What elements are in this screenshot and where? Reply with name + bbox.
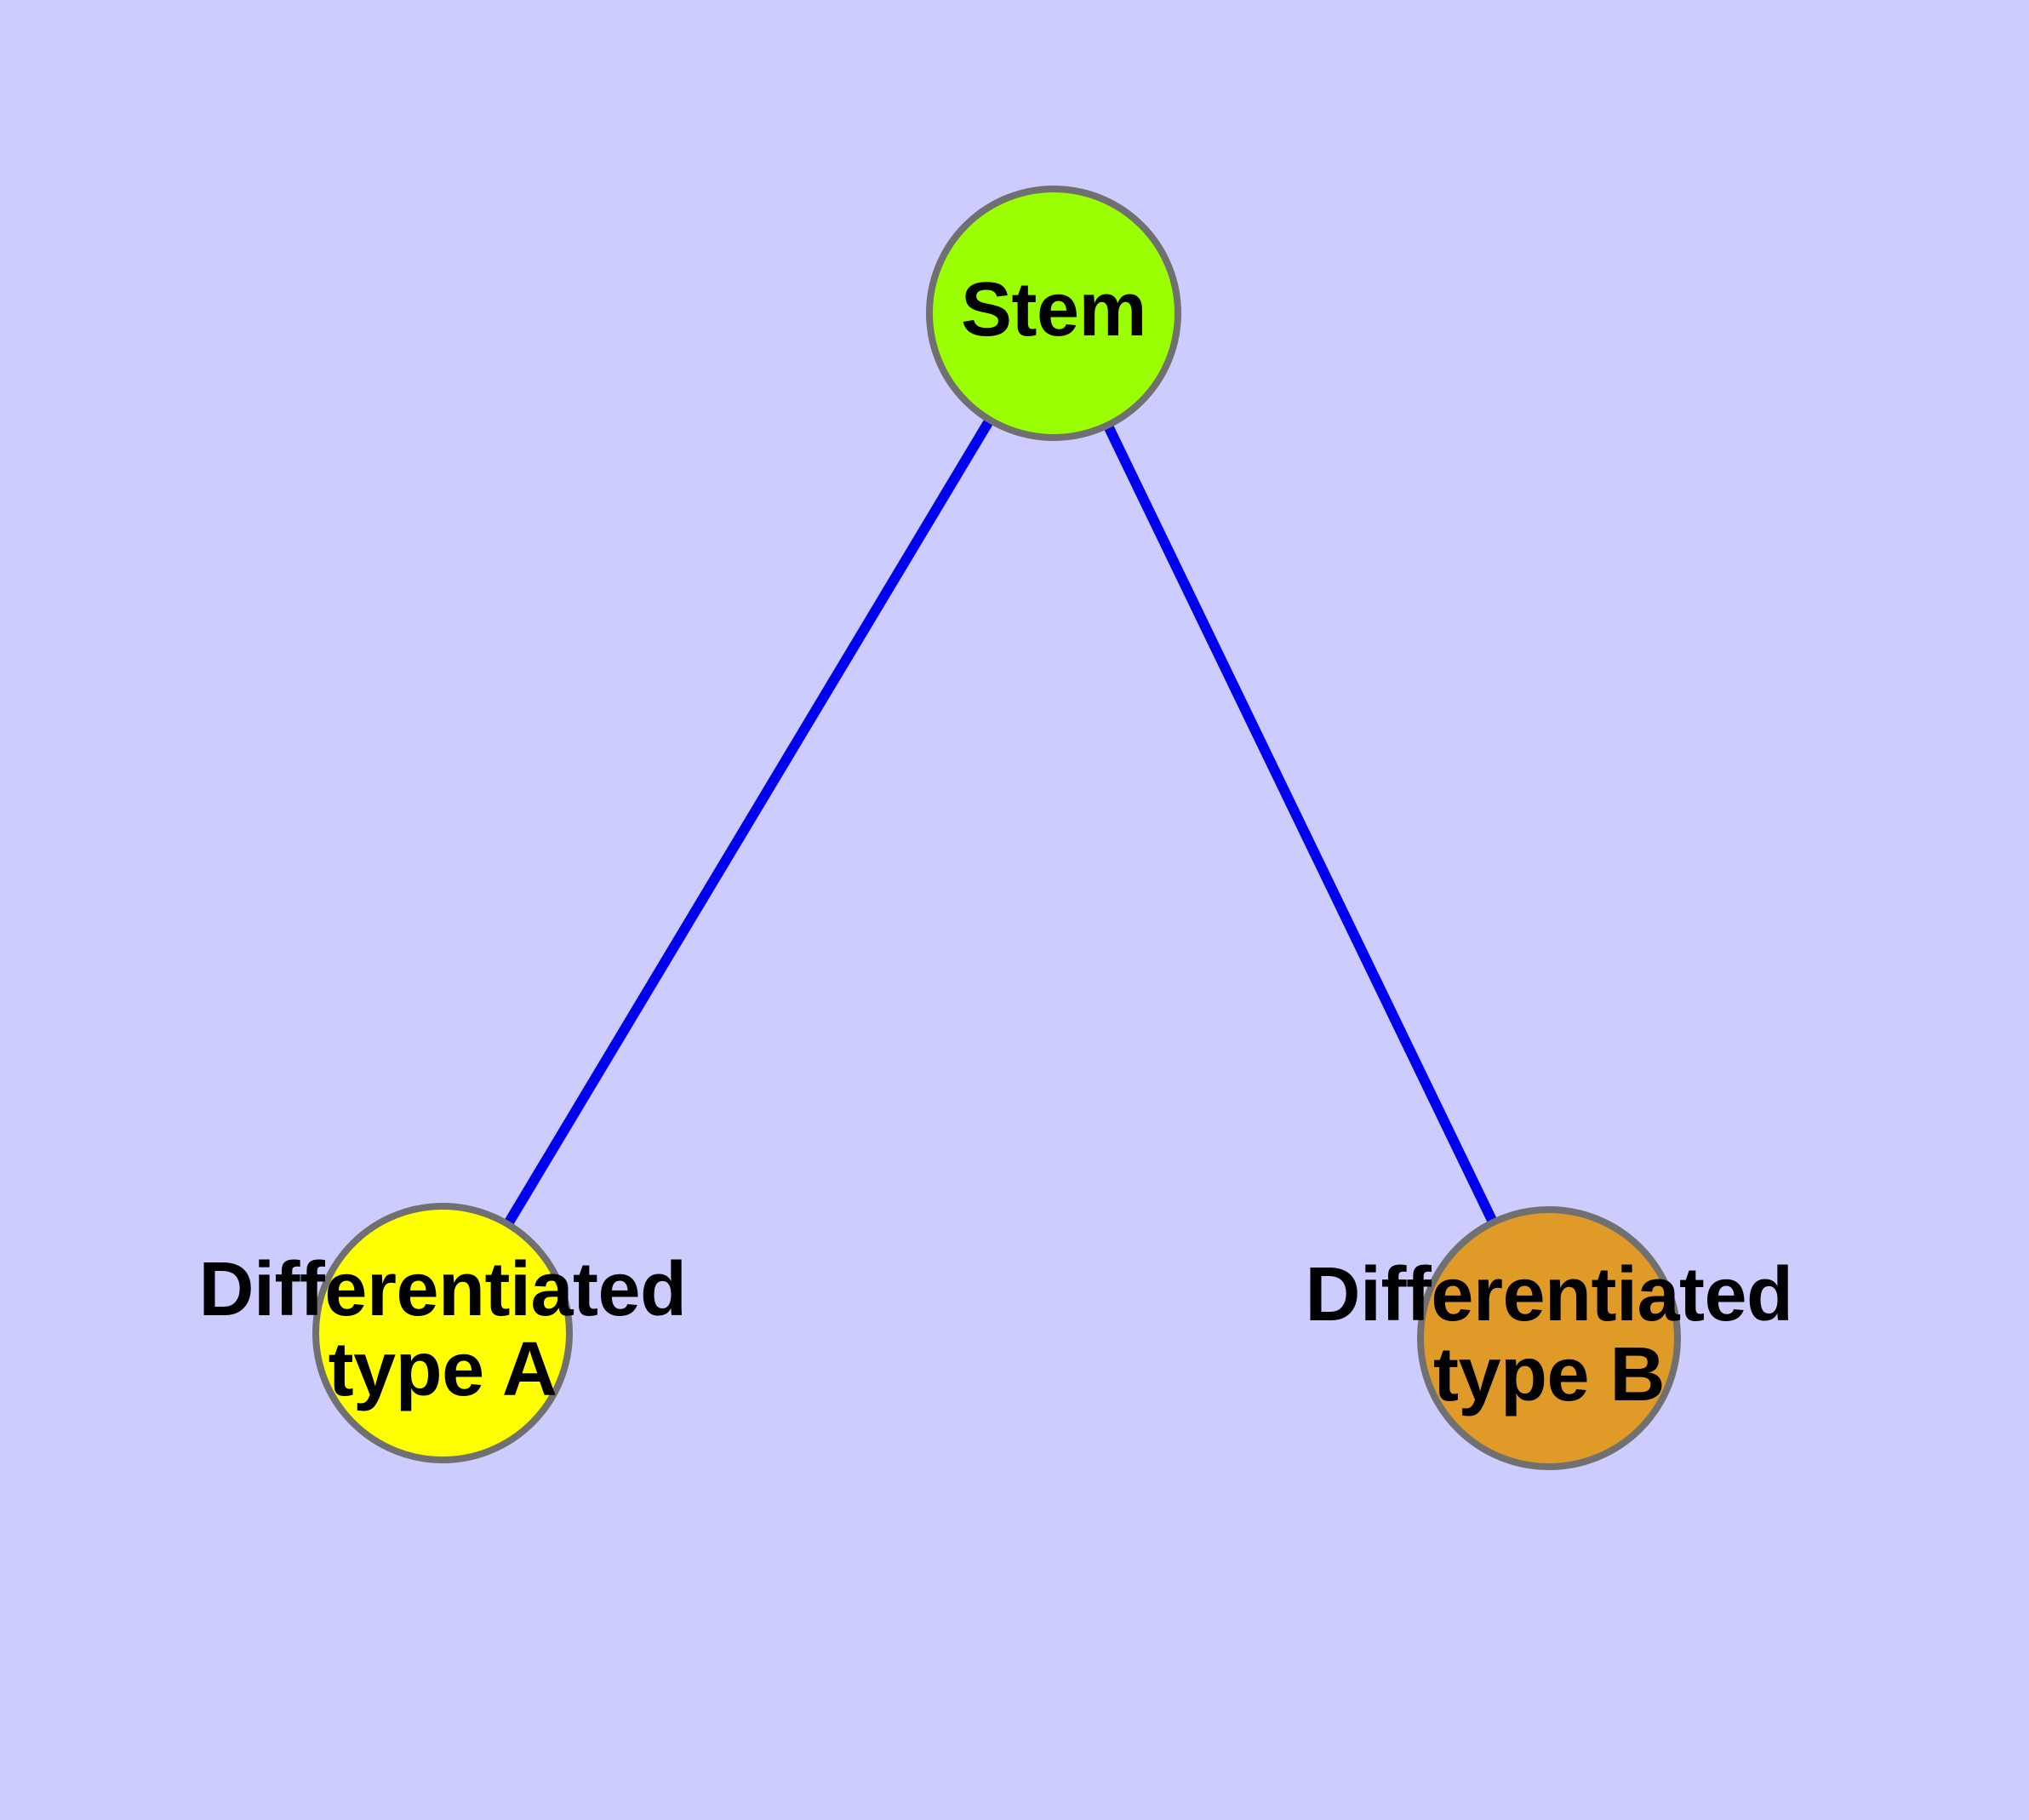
edge-stem-to-differentiated-type-b (1049, 311, 1554, 1341)
node-stem[interactable] (926, 186, 1181, 441)
edge-stem-to-differentiated-type-a (437, 310, 1059, 1336)
node-differentiated-type-b[interactable] (1417, 1206, 1681, 1470)
node-differentiated-type-a[interactable] (312, 1203, 573, 1463)
